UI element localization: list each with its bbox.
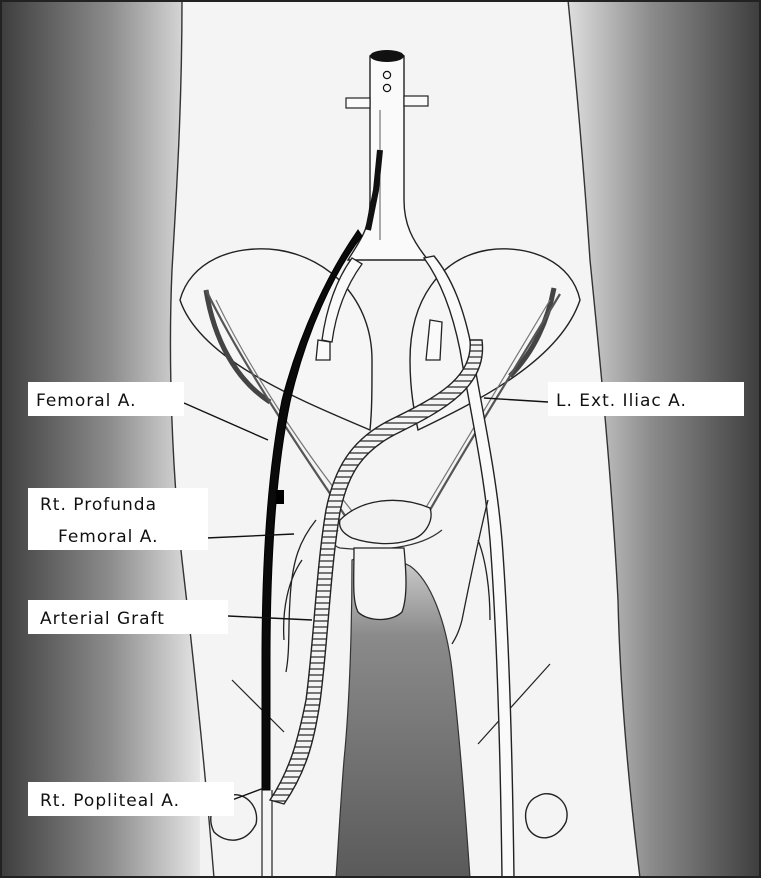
graft-label: Arterial Graft	[40, 609, 165, 629]
ext-iliac-label: L. Ext. Iliac A.	[556, 391, 687, 411]
right-internal-iliac-stump	[316, 340, 330, 360]
profunda-label-line1: Rt. Profunda	[40, 495, 157, 515]
left-renal-artery	[404, 96, 428, 106]
profunda-label-line2: Femoral A.	[58, 527, 159, 547]
right-renal-artery	[346, 98, 370, 108]
genitalia	[354, 548, 406, 620]
femoral-clamp-mark	[276, 490, 284, 504]
femoral-label: Femoral A.	[36, 391, 137, 411]
left-shadow	[0, 0, 200, 878]
aorta-lumen	[370, 50, 404, 62]
popliteal-label: Rt. Popliteal A.	[40, 791, 180, 811]
